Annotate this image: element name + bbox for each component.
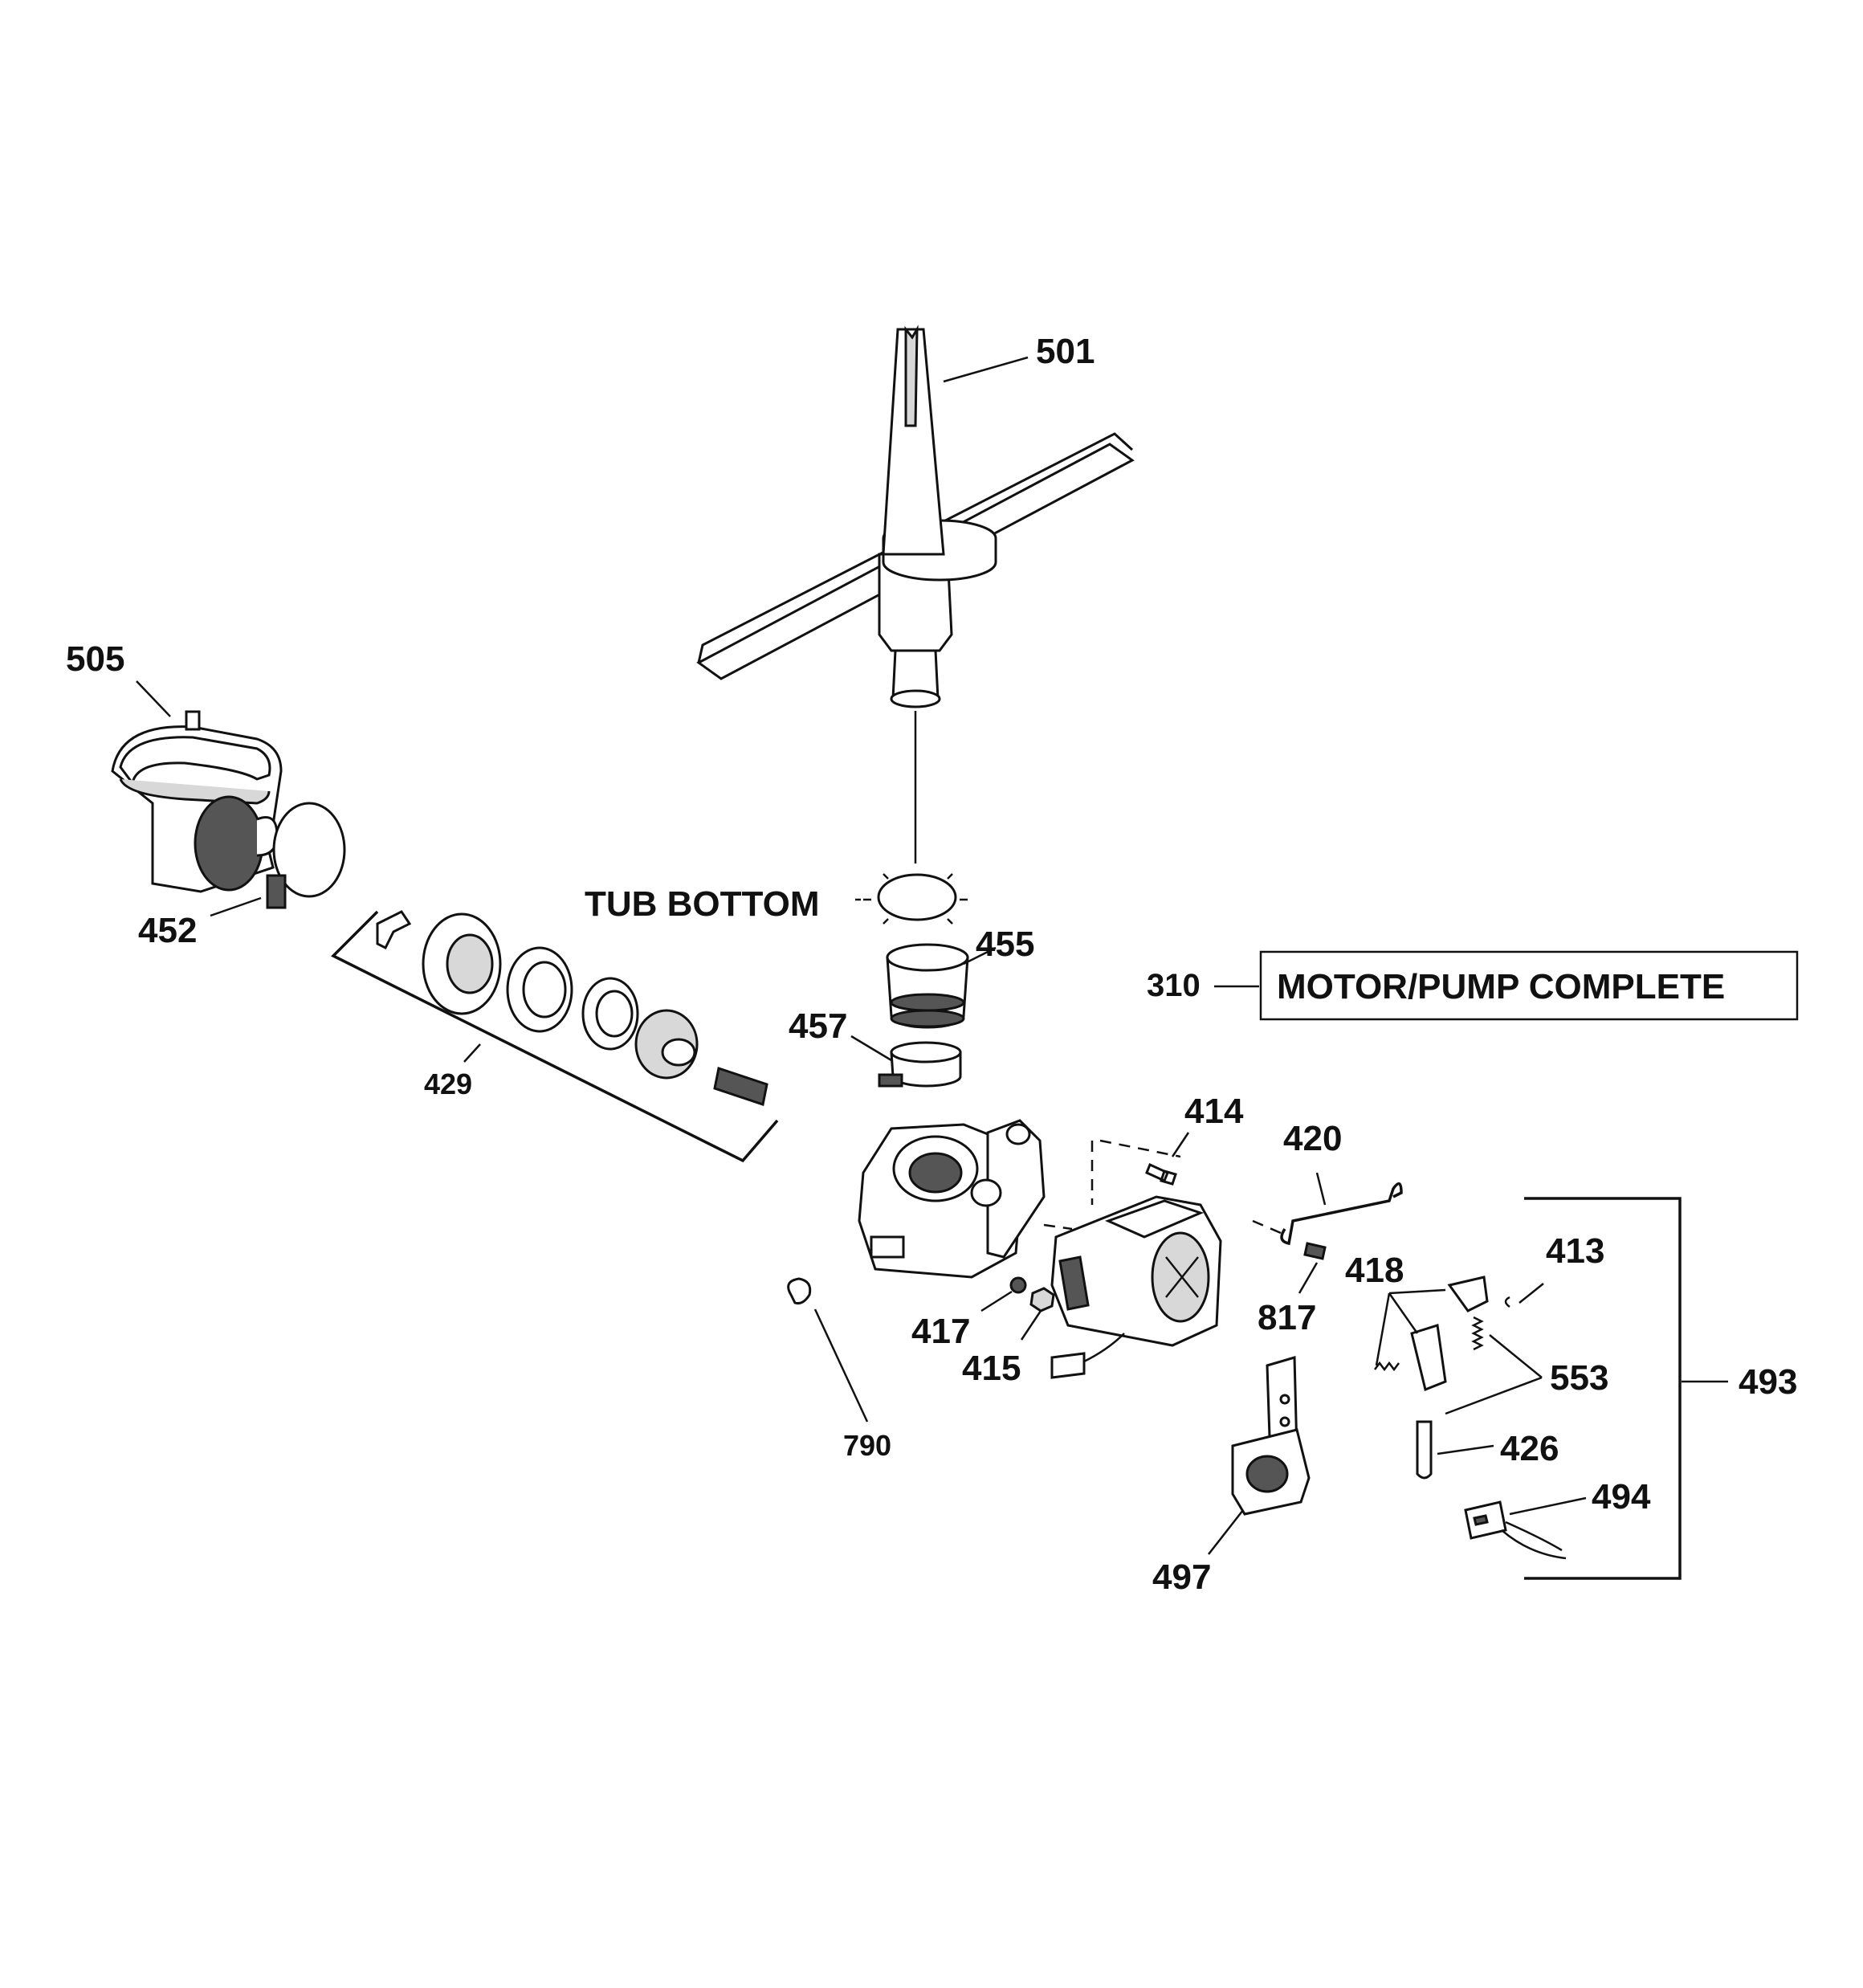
label-457: 457 <box>789 1006 847 1046</box>
leader-497 <box>1208 1509 1244 1555</box>
motor-connector <box>1050 1352 1086 1379</box>
leader-455 <box>963 946 997 965</box>
leader-505 <box>136 680 171 717</box>
nut-415 <box>1029 1287 1055 1312</box>
leader-457 <box>850 1035 892 1062</box>
label-790: 790 <box>843 1429 891 1462</box>
pump-housing <box>858 1119 1046 1279</box>
label-455: 455 <box>976 925 1034 964</box>
motor-pump-box <box>1259 950 1799 1021</box>
label-501: 501 <box>1036 332 1095 371</box>
clamp-457 <box>878 1041 962 1088</box>
label-310: 310 <box>1147 968 1201 1003</box>
sump-housing-505 <box>111 710 283 893</box>
screw-817 <box>1303 1242 1327 1260</box>
leader-429 <box>463 1043 481 1063</box>
leader-420 <box>1315 1172 1327 1206</box>
leader-817 <box>1298 1262 1319 1294</box>
filter-shaft <box>713 1067 768 1106</box>
spray-arm-base-ring <box>890 689 941 708</box>
leader-415 <box>1020 1310 1042 1341</box>
spray-arm-tower-taper <box>882 328 945 556</box>
filter-clip <box>376 910 412 950</box>
spray-arm-501 <box>696 325 1135 708</box>
label-426: 426 <box>1500 1429 1559 1468</box>
leader-414 <box>1171 1132 1190 1157</box>
leader-413 <box>1519 1283 1544 1304</box>
label-553: 553 <box>1550 1358 1608 1398</box>
sensor-494 <box>1464 1500 1567 1560</box>
label-413: 413 <box>1546 1231 1604 1271</box>
leader-452 <box>210 896 262 917</box>
pin-426 <box>1416 1420 1433 1480</box>
rod-420 <box>1280 1182 1403 1246</box>
bracket-493 <box>1524 1197 1682 1580</box>
leader-553-a <box>1489 1334 1543 1378</box>
label-505: 505 <box>66 639 124 679</box>
motor <box>1050 1195 1222 1379</box>
bracket-553 <box>1410 1324 1447 1392</box>
spring-553b <box>1374 1361 1400 1372</box>
leader-418-a <box>1388 1288 1446 1295</box>
label-817: 817 <box>1258 1298 1316 1337</box>
leader-426 <box>1437 1444 1494 1455</box>
seal-455 <box>886 943 969 1029</box>
label-420: 420 <box>1283 1119 1342 1158</box>
leader-501 <box>943 356 1029 383</box>
clip-413 <box>1504 1296 1510 1308</box>
motor-pump-label: MOTOR/PUMP COMPLETE <box>1277 967 1725 1006</box>
tub-bottom-ring <box>877 873 957 921</box>
label-452: 452 <box>138 911 197 950</box>
motor-dash-guide <box>1043 1139 1181 1231</box>
label-494: 494 <box>1592 1477 1651 1517</box>
motor-face <box>1151 1231 1210 1323</box>
label-414: 414 <box>1184 1092 1244 1131</box>
sump-outlet <box>194 795 264 892</box>
clip-790 <box>787 1277 812 1304</box>
tub-bottom-ticks <box>863 873 968 925</box>
leader-553-b <box>1445 1376 1543 1415</box>
bolt-414 <box>1145 1162 1177 1186</box>
clamp-452 <box>266 802 346 909</box>
solenoid-497 <box>1231 1356 1311 1516</box>
label-415: 415 <box>962 1349 1021 1388</box>
label-418: 418 <box>1345 1251 1404 1290</box>
leader-494 <box>1509 1496 1587 1516</box>
rod-dash-guide <box>1252 1219 1282 1235</box>
lever-418 <box>1447 1276 1489 1312</box>
leader-418-c <box>1375 1292 1391 1366</box>
label-493: 493 <box>1739 1362 1797 1402</box>
spring-553a <box>1471 1316 1484 1351</box>
tub-bottom-label: TUB BOTTOM <box>585 884 820 924</box>
leader-790 <box>813 1308 869 1423</box>
bracket-429 <box>331 910 779 1163</box>
label-417: 417 <box>911 1312 970 1351</box>
leader-417 <box>980 1290 1013 1312</box>
label-429: 429 <box>424 1067 472 1100</box>
label-497: 497 <box>1152 1557 1211 1597</box>
pump-arm <box>986 1119 1046 1259</box>
filter-assembly-429 <box>376 910 768 1106</box>
spray-arm-tower-tip <box>904 325 919 427</box>
leader-418-b <box>1388 1292 1419 1334</box>
washer-417 <box>1009 1276 1027 1294</box>
